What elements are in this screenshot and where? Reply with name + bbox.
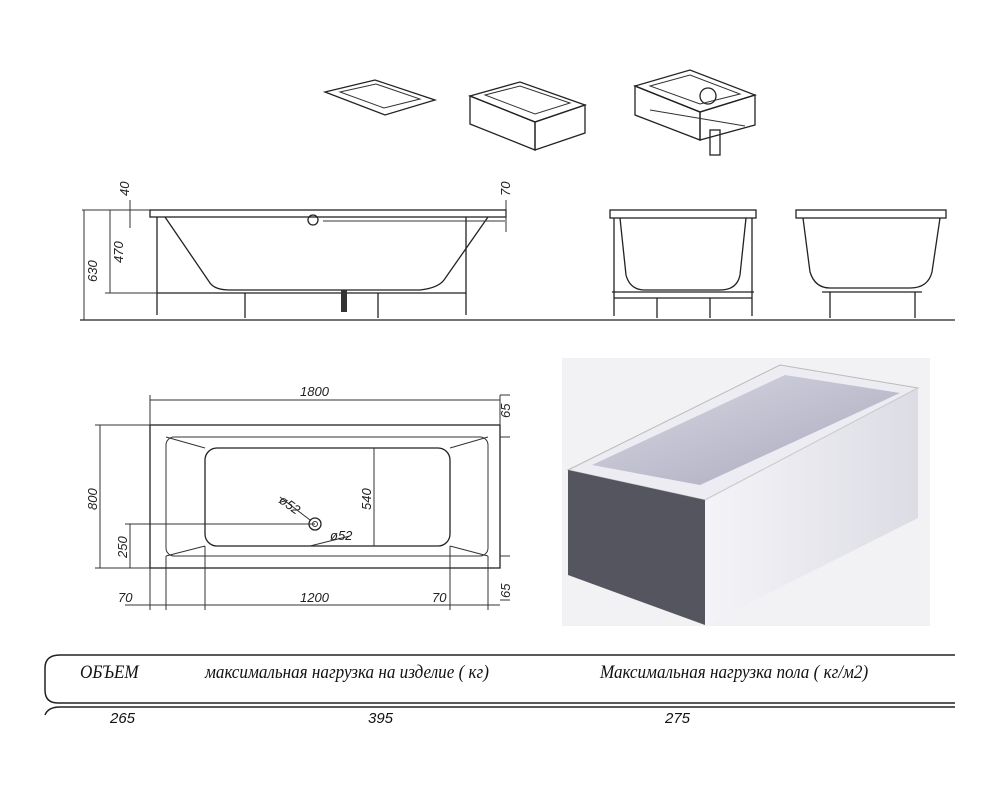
dim-overflow: 70 bbox=[498, 181, 513, 196]
dim-rim-top: 40 bbox=[117, 181, 132, 196]
table-divider bbox=[44, 706, 955, 716]
dim-width: 800 bbox=[85, 488, 100, 510]
header-volume: ОБЪЕМ bbox=[80, 662, 139, 683]
dim-top-margin: 65 bbox=[498, 403, 513, 418]
dim-basin-length: 1200 bbox=[300, 590, 330, 605]
dim-right-margin: 70 bbox=[432, 590, 447, 605]
dim-drain-diameter: ø52 bbox=[276, 492, 304, 518]
dim-tub-height: 470 bbox=[111, 241, 126, 263]
dim-drain-offset: 250 bbox=[115, 536, 130, 559]
dim-left-margin: 70 bbox=[118, 590, 133, 605]
value-volume: 265 bbox=[110, 710, 136, 727]
dim-bottom-margin: 65 bbox=[498, 583, 513, 598]
bathtub-3d-render bbox=[562, 358, 930, 626]
thumbnail-tub-with-hydromassage bbox=[633, 69, 757, 156]
dim-total-height: 630 bbox=[85, 260, 100, 282]
dim-length: 1800 bbox=[300, 384, 330, 399]
header-max-load-product: максимальная нагрузка на изделие ( кг) bbox=[205, 662, 489, 683]
dim-basin-width: 540 bbox=[359, 488, 374, 510]
thumbnail-tub-with-panel bbox=[467, 81, 587, 151]
dim-overflow-diameter: ø52 bbox=[330, 528, 353, 543]
end-view-tub bbox=[795, 209, 947, 318]
table-border bbox=[44, 654, 955, 704]
value-max-load-product: 395 bbox=[368, 710, 394, 727]
side-view: 630 470 40 70 bbox=[80, 181, 955, 321]
end-view-with-frame bbox=[609, 209, 757, 318]
thumbnail-tub-only bbox=[322, 79, 438, 116]
value-max-floor-load: 275 bbox=[665, 710, 691, 727]
top-view: 1800 65 800 540 250 70 1200 70 65 ø52 ø5… bbox=[85, 384, 513, 610]
header-max-floor-load: Максимальная нагрузка пола ( кг/м2) bbox=[600, 662, 869, 683]
